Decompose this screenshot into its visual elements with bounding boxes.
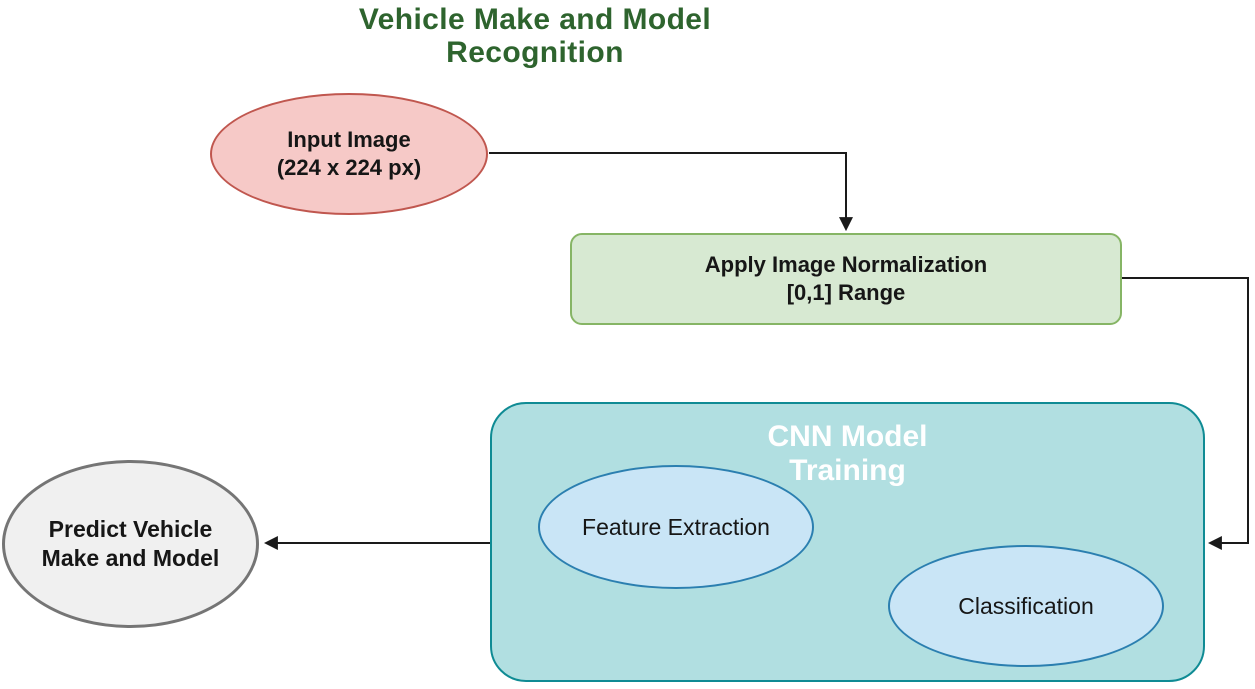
input-image-label-line1: Input Image <box>287 127 411 152</box>
classification-label: Classification <box>958 592 1094 619</box>
cnn-title-line2: Training <box>789 454 906 487</box>
node-input-image: Input Image (224 x 224 px) <box>210 93 488 215</box>
node-classification: Classification <box>888 545 1164 667</box>
normalization-label-line2: [0,1] Range <box>786 280 906 305</box>
edge-input-to-normalization <box>489 152 853 232</box>
normalization-label-line1: Apply Image Normalization <box>704 252 988 277</box>
node-feature-extraction: Feature Extraction <box>538 465 814 589</box>
diagram-title-line1: Vehicle Make and Model <box>358 3 712 36</box>
predict-label-line2: Make and Model <box>41 545 220 571</box>
node-predict-vehicle: Predict Vehicle Make and Model <box>2 460 259 628</box>
cnn-title-line1: CNN Model <box>767 420 928 453</box>
diagram-title: Vehicle Make and Model Recognition <box>240 3 830 69</box>
feature-extraction-label: Feature Extraction <box>582 513 770 540</box>
predict-label-line1: Predict Vehicle <box>48 516 213 542</box>
cnn-training-title: CNN Model Training <box>492 420 1203 488</box>
diagram-title-line2: Recognition <box>446 36 624 69</box>
node-apply-normalization: Apply Image Normalization [0,1] Range <box>570 233 1122 325</box>
input-image-label-line2: (224 x 224 px) <box>276 155 422 180</box>
